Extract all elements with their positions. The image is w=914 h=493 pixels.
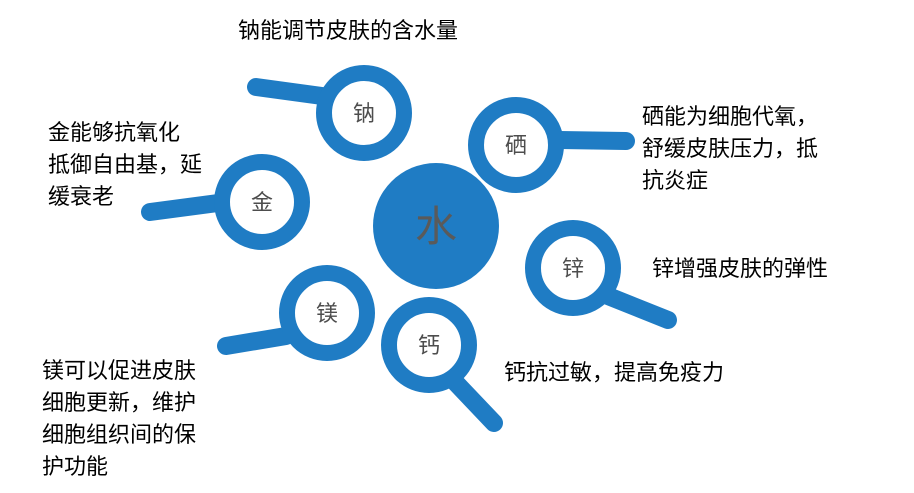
description-line: 钠能调节皮肤的含水量 <box>238 19 459 44</box>
magnifier-zn: 锌 <box>525 220 677 329</box>
magnifier-lens <box>468 97 564 193</box>
magnifier-lens <box>316 65 412 161</box>
center-circle <box>373 163 499 289</box>
magnifier-na: 钠 <box>247 65 412 161</box>
magnifier-se: 硒 <box>468 97 635 193</box>
lens-label-au: 金 <box>251 191 273 216</box>
description-line: 细胞组织间的保 <box>42 423 197 448</box>
description-ca: 钙抗过敏，提高免疫力 <box>504 358 724 390</box>
description-mg: 镁可以促进皮肤 细胞更新，维护 细胞组织间的保 护功能 <box>42 356 196 484</box>
center-node: 水 <box>373 163 499 289</box>
magnifier-lens <box>381 297 477 393</box>
magnifier-handle <box>599 287 677 329</box>
center-label: 水 <box>415 202 457 251</box>
description-line: 抗炎症 <box>642 169 709 194</box>
description-line: 舒缓皮肤压力，抵 <box>642 137 819 162</box>
magnifier-handle <box>247 78 331 105</box>
lens-label-ca: 钙 <box>418 334 440 359</box>
magnifier-ca: 钙 <box>381 297 503 432</box>
description-line: 细胞更新，维护 <box>42 391 197 416</box>
magnifier-mg: 镁 <box>217 265 375 361</box>
magnifier-handle <box>141 194 227 221</box>
magnifier-lens <box>525 220 621 316</box>
description-line: 缓衰老 <box>48 185 115 210</box>
description-line: 抵御自由基，延 <box>48 153 203 178</box>
magnifier-au: 金 <box>141 154 310 250</box>
lens-label-mg: 镁 <box>316 302 338 327</box>
description-line: 金能够抗氧化 <box>48 121 181 146</box>
lens-label-na: 钠 <box>353 102 375 127</box>
description-line: 钙抗过敏，提高免疫力 <box>504 361 725 386</box>
description-au: 金能够抗氧化 抵御自由基，延 缓衰老 <box>48 118 202 214</box>
lens-label-se: 硒 <box>505 134 527 159</box>
magnifier-lens <box>214 154 310 250</box>
description-line: 护功能 <box>42 455 109 480</box>
magnifier-handle <box>217 327 295 355</box>
description-zn: 锌增强皮肤的弹性 <box>652 254 828 286</box>
description-line: 锌增强皮肤的弹性 <box>652 257 829 282</box>
magnifier-lens <box>279 265 375 361</box>
description-line: 镁可以促进皮肤 <box>42 359 197 384</box>
magnifier-handle <box>551 131 635 150</box>
description-na: 钠能调节皮肤的含水量 <box>238 16 458 48</box>
description-line: 硒能为细胞代氧， <box>642 105 819 130</box>
magnifier-handle <box>447 374 503 432</box>
lens-label-zn: 锌 <box>562 257 584 282</box>
description-se: 硒能为细胞代氧， 舒缓皮肤压力，抵 抗炎症 <box>642 102 818 198</box>
